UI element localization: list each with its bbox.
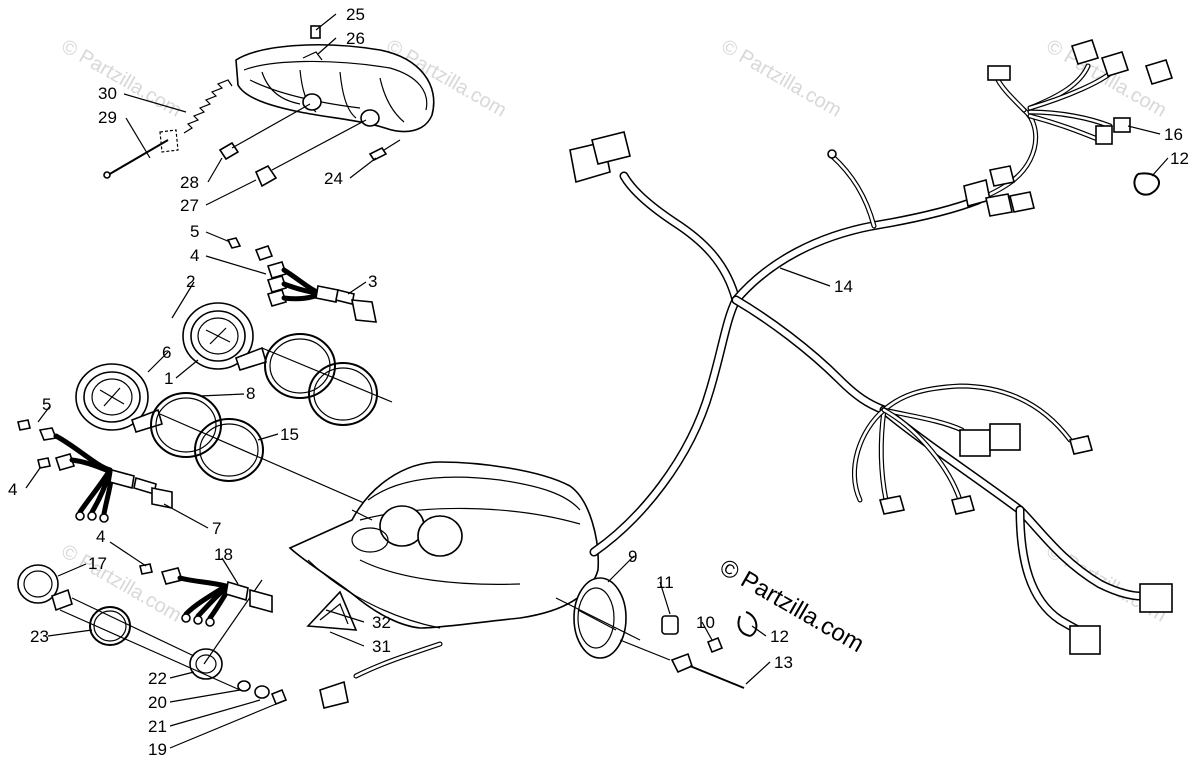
callout-16: 16 [1164, 125, 1183, 144]
callout-6: 6 [162, 343, 171, 362]
callout-30: 30 [98, 84, 117, 103]
watermark-faint: © Partzilla.com [58, 35, 186, 121]
callout-18: 18 [214, 545, 233, 564]
callout-27: 27 [180, 196, 199, 215]
callout-2: 2 [186, 272, 195, 291]
callout-19: 19 [148, 740, 167, 759]
callout-4-lower: 4 [8, 480, 17, 499]
callout-12-upper: 12 [1170, 149, 1189, 168]
callout-17: 17 [88, 554, 107, 573]
callout-8: 8 [246, 384, 255, 403]
callout-10: 10 [696, 613, 715, 632]
callout-5-upper: 5 [190, 222, 199, 241]
callout-9: 9 [628, 547, 637, 566]
callout-12-lower: 12 [770, 627, 789, 646]
callout-22: 22 [148, 669, 167, 688]
callout-13: 13 [774, 653, 793, 672]
callout-14: 14 [834, 277, 853, 296]
callout-4-bottom: 4 [96, 527, 105, 546]
leader-lines [25, 13, 1169, 749]
callout-11: 11 [656, 573, 674, 592]
callout-5-lower: 5 [42, 395, 51, 414]
gauge-cluster [17, 302, 393, 706]
callout-24: 24 [324, 169, 343, 188]
callout-25: 25 [346, 5, 365, 24]
callout-28: 28 [180, 173, 199, 192]
speedo-sender [555, 577, 758, 689]
callout-15: 15 [280, 425, 299, 444]
dash-pod [288, 461, 600, 709]
callout-21: 21 [148, 717, 167, 736]
callout-1: 1 [164, 369, 173, 388]
callout-23: 23 [30, 627, 49, 646]
callout-32: 32 [372, 613, 391, 632]
callout-31: 31 [372, 637, 391, 656]
callout-4-upper: 4 [190, 246, 199, 265]
callout-3: 3 [368, 272, 377, 291]
callout-20: 20 [148, 693, 167, 712]
main-wiring-harness [569, 39, 1174, 655]
watermark-main: © Partzilla.com [715, 554, 869, 658]
gauge-harnesses [17, 237, 377, 627]
callout-29: 29 [98, 108, 117, 127]
callout-26: 26 [346, 29, 365, 48]
headlight-assembly [103, 25, 435, 188]
callout-7: 7 [212, 519, 221, 538]
watermark-faint: © Partzilla.com [718, 35, 846, 121]
callout-labels: 25 26 30 29 28 27 24 5 4 3 2 6 1 8 15 5 … [8, 5, 1189, 759]
